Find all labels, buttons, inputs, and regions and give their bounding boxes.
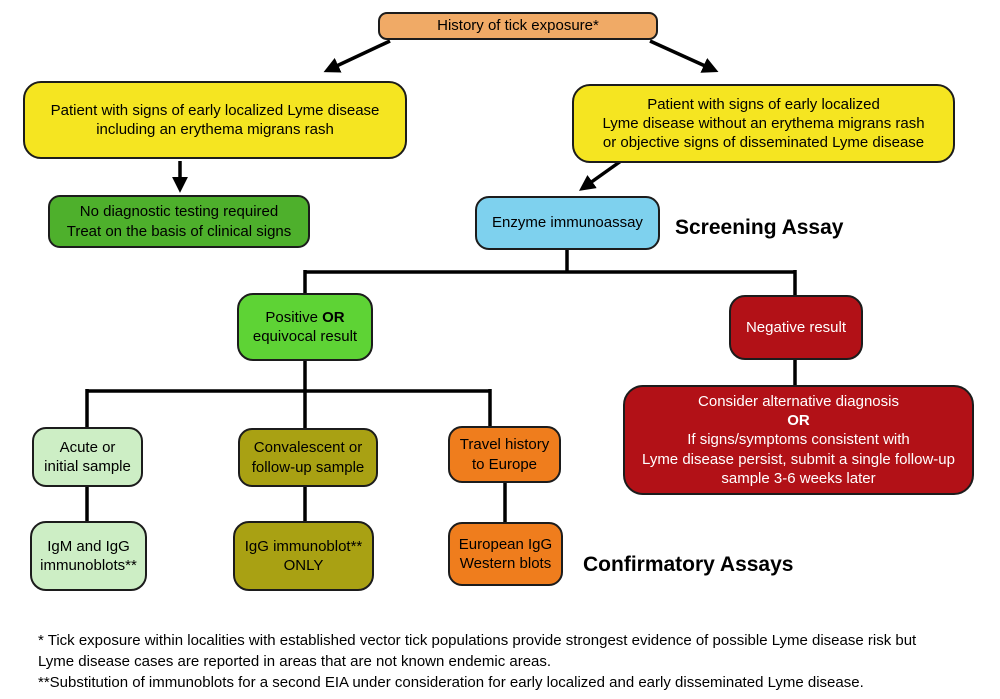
node-text: to Europe	[471, 455, 538, 473]
node-consider-alternative-diagnosis: Consider alternative diagnosis OR If sig…	[623, 385, 974, 495]
node-text: Travel history	[459, 436, 550, 454]
arrow-history-to-emr-absent	[649, 39, 719, 73]
node-text: Consider alternative diagnosis	[698, 393, 899, 411]
footnotes: * Tick exposure within localities with e…	[38, 630, 988, 693]
node-text-bold: OR	[787, 412, 810, 430]
node-text: Patient with signs of early localized	[647, 95, 880, 113]
arrow-to-eia	[579, 159, 623, 191]
node-text: IgM and IgG	[47, 537, 130, 555]
node-enzyme-immunoassay: Enzyme immunoassay	[475, 196, 660, 250]
node-text: follow-up sample	[251, 458, 365, 476]
node-text: Acute or	[59, 438, 116, 456]
node-patient-without-emr: Patient with signs of early localized Ly…	[572, 84, 955, 163]
node-convalescent-sample: Convalescent or follow-up sample	[238, 428, 378, 487]
node-negative-result: Negative result	[729, 295, 863, 360]
node-text: Lyme disease without an erythema migrans…	[602, 114, 925, 132]
node-text: Western blots	[459, 555, 552, 572]
node-text-part: Positive	[265, 308, 323, 326]
node-text: including an erythema migrans rash	[96, 121, 334, 138]
node-text: ONLY	[283, 557, 324, 574]
node-text: or objective signs of disseminated Lyme …	[602, 134, 925, 152]
node-text: Lyme disease persist, submit a single fo…	[642, 450, 955, 468]
footnote-line: * Tick exposure within localities with e…	[38, 632, 917, 649]
screening-assay-label: Screening Assay	[675, 216, 844, 239]
node-travel-history-europe: Travel history to Europe	[448, 426, 561, 483]
arrow-history-to-emr-present	[323, 39, 391, 73]
node-text: Treat on the basis of clinical signs	[66, 222, 292, 240]
node-igg-immunoblot-only: IgG immunoblot** ONLY	[233, 521, 374, 591]
node-acute-initial-sample: Acute or initial sample	[32, 427, 143, 487]
node-history-of-tick-exposure: History of tick exposure*	[378, 12, 658, 40]
node-text: Enzyme immunoassay	[492, 214, 643, 232]
node-text: Positive OR	[265, 308, 344, 327]
node-text: Convalescent or	[253, 439, 363, 457]
node-text: Patient with signs of early localized Ly…	[50, 101, 380, 119]
node-text: No diagnostic testing required	[79, 203, 279, 221]
node-igm-igg-immunoblots: IgM and IgG immunoblots**	[30, 521, 147, 591]
node-european-igg-western-blots: European IgG Western blots	[448, 522, 563, 586]
node-text: If signs/symptoms consistent with	[687, 431, 910, 449]
node-text: Negative result	[745, 318, 847, 336]
node-text: European IgG	[458, 535, 553, 553]
confirmatory-assays-label: Confirmatory Assays	[583, 553, 794, 576]
node-text: History of tick exposure*	[437, 17, 599, 35]
node-text-bold: OR	[322, 308, 345, 326]
node-text: sample 3-6 weeks later	[721, 469, 876, 487]
node-text: IgG immunoblot**	[244, 537, 363, 555]
node-positive-or-equivocal: Positive OR equivocal result	[237, 293, 373, 361]
node-text: initial sample	[44, 458, 131, 475]
node-patient-with-emr: Patient with signs of early localized Ly…	[23, 81, 407, 159]
footnote-line: Lyme disease cases are reported in areas…	[38, 653, 552, 670]
footnote-line: **Substitution of immunoblots for a seco…	[38, 674, 864, 691]
node-no-diagnostic-testing: No diagnostic testing required Treat on …	[48, 195, 310, 248]
node-text: equivocal result	[252, 328, 358, 345]
node-text: immunoblots**	[40, 557, 137, 574]
